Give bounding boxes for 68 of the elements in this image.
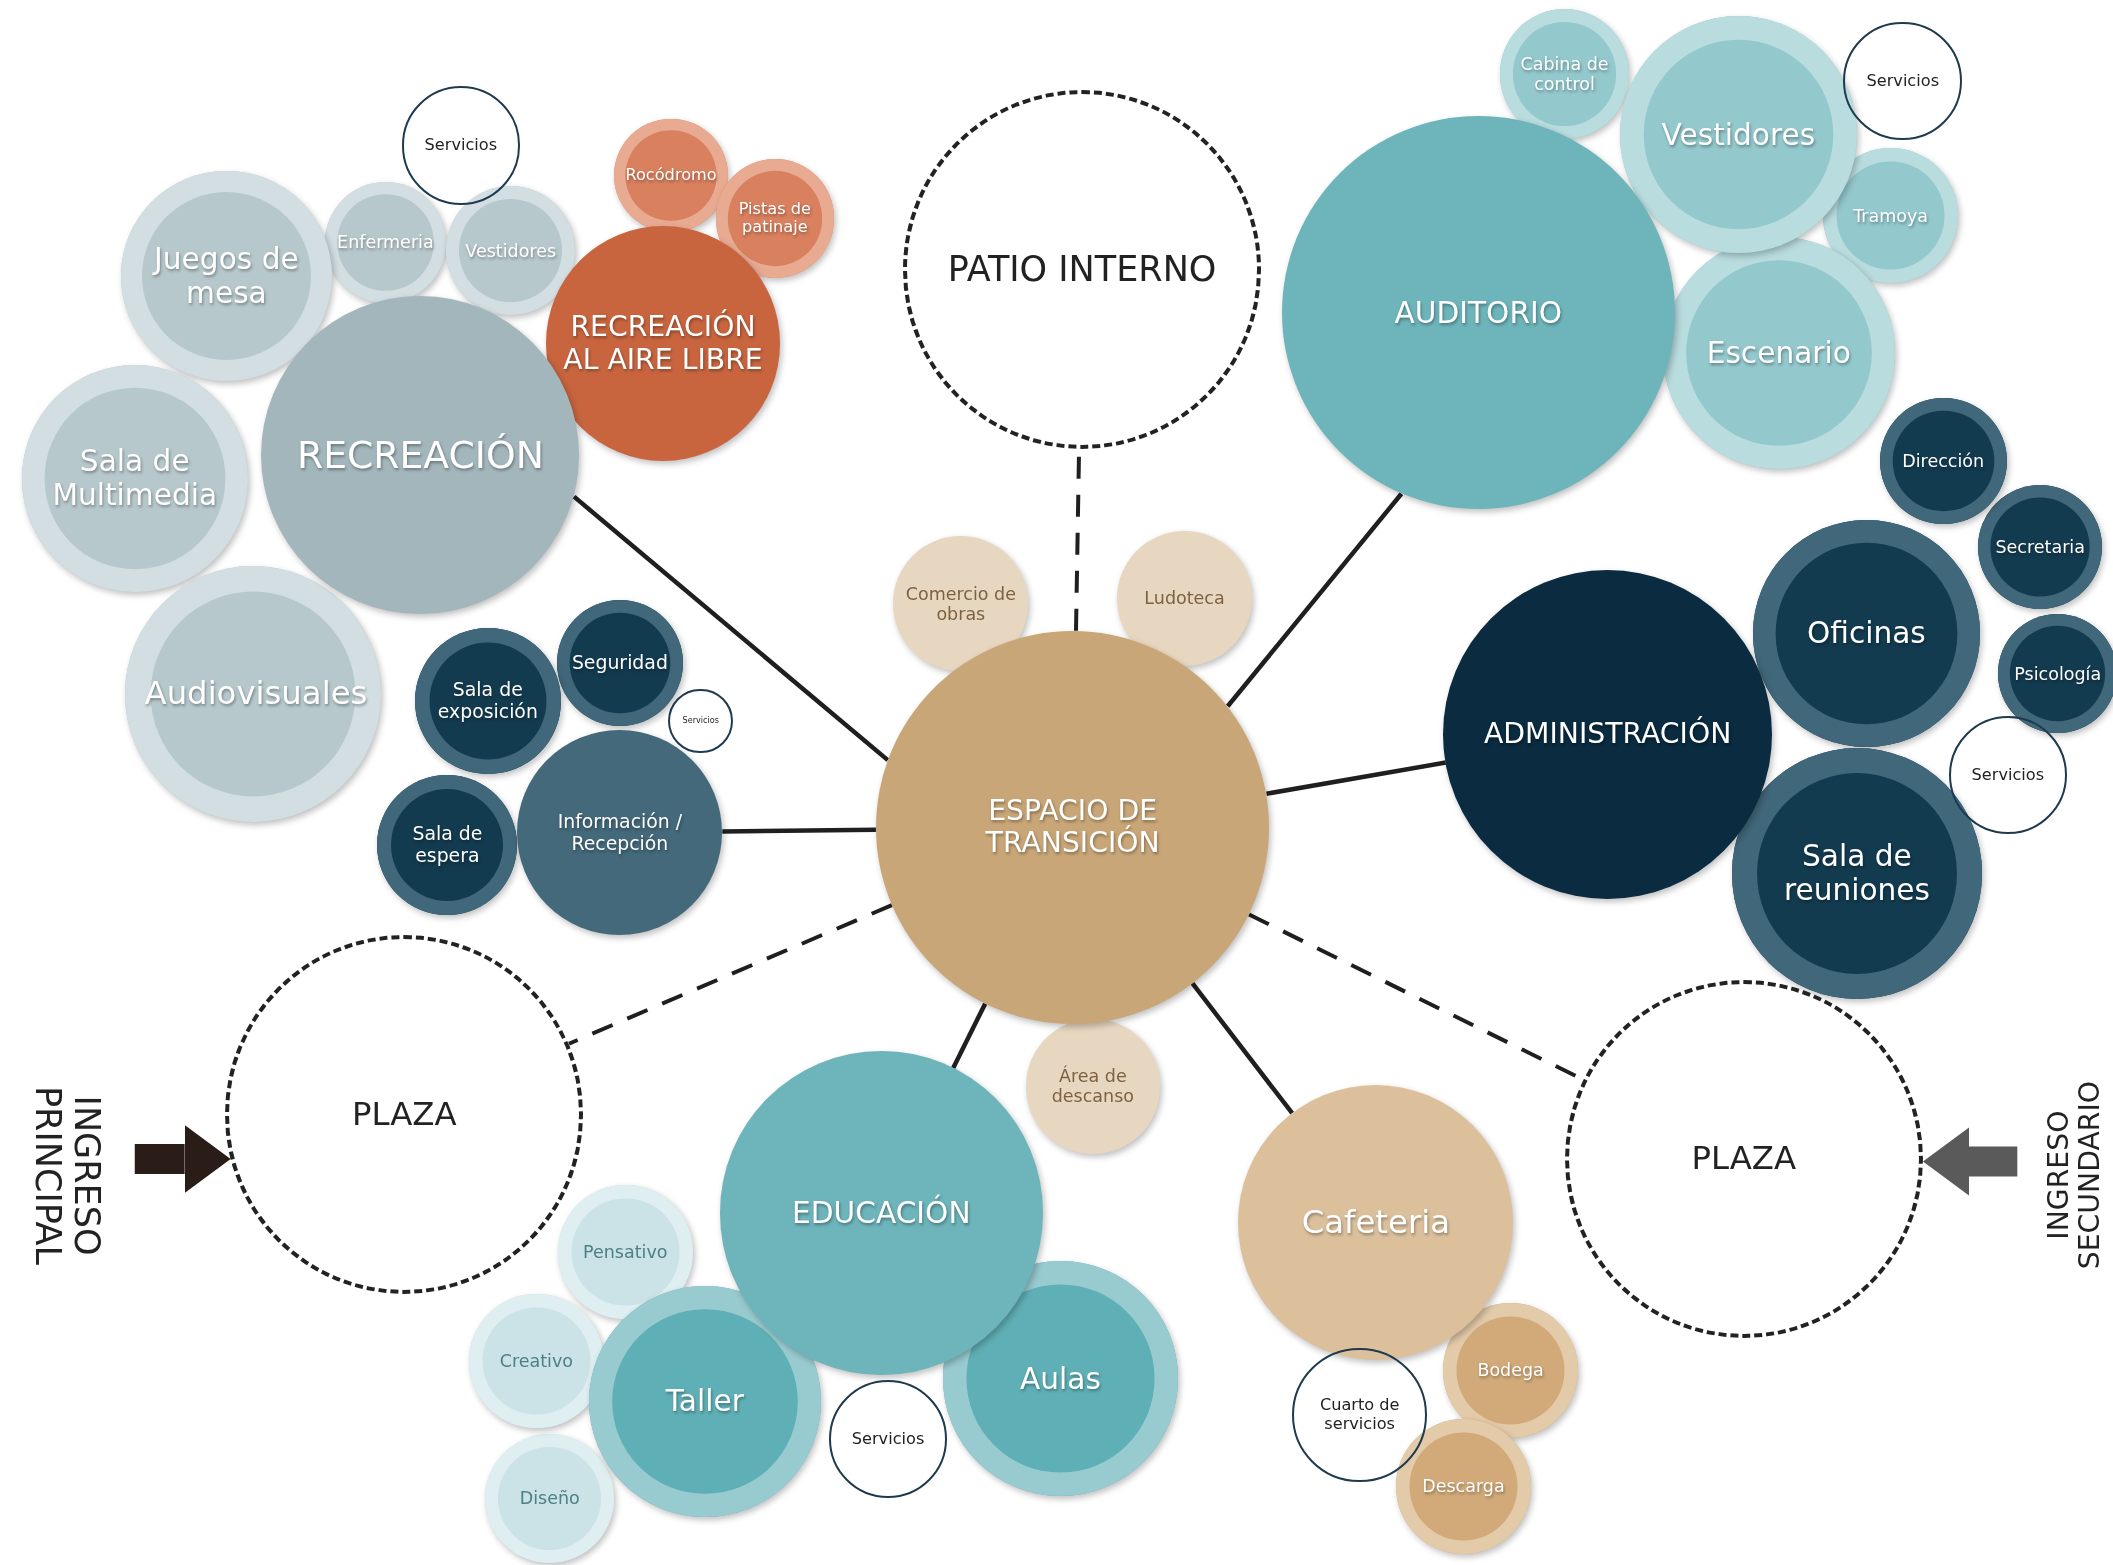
bubble-label: Área de descanso [1050,1066,1135,1107]
bubble-label: Juegos de mesa [151,242,300,311]
bubble-label: RECREACIÓN AL AIRE LIBRE [563,311,763,377]
bubble-label: Sala de Multimedia [51,444,219,513]
bubble-label: Sala de reuniones [1782,839,1931,908]
bubble-label: RECREACIÓN [295,433,545,478]
bubble-label: AUDITORIO [1393,295,1564,330]
bubble-label: Rocódromo [624,165,718,185]
bubble-label: Ludoteca [1143,588,1226,609]
entrance-label: INGRESO PRINCIPAL [28,1084,106,1267]
bubble-label: Secretaria [1994,537,2086,558]
bubble-label: Cuarto de servicios [1318,1396,1401,1434]
bubble-label: Oficinas [1805,616,1927,651]
outlined-circle [401,86,521,205]
bubble-label: EDUCACIÓN [791,1195,972,1230]
entrance-label: INGRESO SECUNDARIO [2042,1079,2106,1272]
connector-line [1266,760,1447,796]
bubble-label: ESPACIO DE TRANSICIÓN [984,794,1161,860]
bubble-label: Pensativo [582,1241,669,1262]
bubble-label: Servicios [423,136,499,155]
bubble-circle [1978,485,2103,610]
bubble-label: PLAZA [1690,1140,1798,1178]
bubble-label: Creativo [498,1350,574,1372]
outlined-circle [1843,21,1963,141]
dashed-circle [1564,979,1923,1339]
connector-line [1190,982,1294,1115]
bubble-circle [377,774,518,915]
bubble-label: PLAZA [350,1095,458,1133]
connector-line [572,494,890,762]
bubble-label: Sala de espera [411,823,484,867]
bubble-circle [1396,1419,1531,1554]
bubble-label: Servicios [1970,765,2046,785]
bubble-label: Taller [664,1384,745,1419]
bubble-label: Comercio de obras [904,583,1017,624]
bubble-label: Servicios [1865,71,1941,91]
dashed-circle [902,90,1262,449]
connector-line [568,903,893,1046]
bubble-circle [1998,614,2113,734]
bubble-label: Tramoya [1852,205,1930,226]
bubble-label: Pistas de patinaje [737,199,812,237]
connector-line [1225,492,1404,708]
bubble-label: PATIO INTERNO [946,249,1218,290]
bubble-label: Sala de exposición [436,679,539,723]
bubble-label: Cafeteria [1300,1203,1451,1241]
bubble-label: Descarga [1421,1476,1506,1497]
bubble-label: ADMINISTRACIÓN [1482,718,1733,751]
connector-line [951,1002,988,1069]
entrance-arrow [1922,1127,2018,1196]
bubble-label: Enfermeria [336,232,435,253]
entrance-arrow [134,1124,231,1193]
bubble-label: Escenario [1705,336,1852,371]
bubble-circle [1025,1018,1161,1154]
bubble-label: Vestidores [464,240,558,261]
bubble-label: Aulas [1019,1361,1102,1396]
bubble-label: Psicología [2013,663,2103,684]
bubble-label: Vestidores [1660,117,1817,152]
bubble-label: Diseño [518,1488,581,1509]
bubble-circle [1879,397,2007,525]
bubble-label: Cabina de control [1519,53,1610,95]
bubble-label: Servicios [681,716,720,726]
bubble-label: Bodega [1476,1360,1545,1381]
connector-line [722,827,876,834]
bubble-circle [485,1433,615,1564]
bubble-label: Dirección [1901,450,1986,471]
bubble-label: Información / Recepción [556,811,684,855]
bubble-circle [1443,1303,1578,1438]
bubble-label: Seguridad [570,652,669,674]
bubble-label: Servicios [850,1429,926,1449]
